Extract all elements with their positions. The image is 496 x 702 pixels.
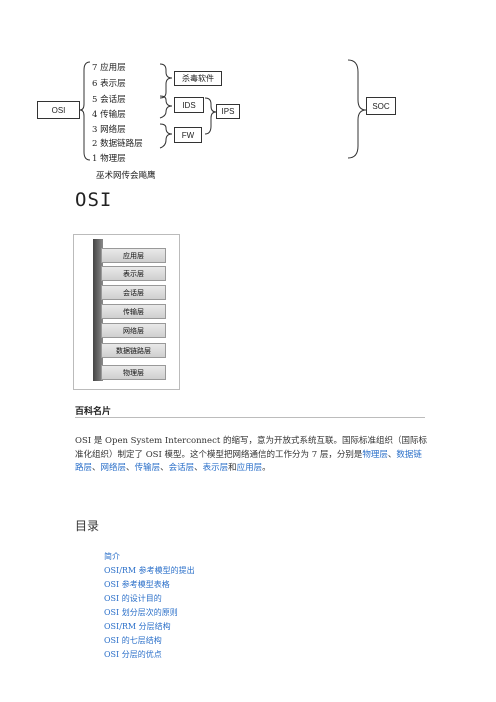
toc-title: 目录 xyxy=(75,519,100,533)
stack-layer: 会话层 xyxy=(101,285,166,300)
fw-label: FW xyxy=(181,130,195,140)
toc-item-layer-structure[interactable]: OSI/RM 分层结构 xyxy=(104,622,171,631)
toc-item-advantages[interactable]: OSI 分层的优点 xyxy=(104,650,162,659)
layer-item: 7 应用层 xyxy=(92,63,126,73)
link-data-link-layer[interactable]: 数据链路层 xyxy=(75,449,422,474)
stack-layer: 传输层 xyxy=(101,304,166,319)
layer-item: 1 物理层 xyxy=(92,154,126,164)
stack-side-shade xyxy=(93,239,103,381)
soc-box: SOC xyxy=(366,97,396,115)
intro-text: OSI 是 Open System Interconnect 的缩写，意为开放式… xyxy=(75,436,427,460)
ids-box: IDS xyxy=(174,97,204,113)
toc-item-intro[interactable]: 简介 xyxy=(104,552,120,561)
link-session-layer[interactable]: 会话层 xyxy=(168,463,195,473)
layer-item: 3 网络层 xyxy=(92,125,126,135)
layer-item: 4 传输层 xyxy=(92,110,126,120)
toc-item-design-goal[interactable]: OSI 的设计目的 xyxy=(104,594,162,603)
osi-box-label: OSI xyxy=(51,105,66,115)
layer-item: 2 数据链路层 xyxy=(92,139,143,149)
section-caption: 百科名片 xyxy=(75,407,112,417)
link-physical-layer[interactable]: 物理层 xyxy=(362,449,388,460)
ips-box: IPS xyxy=(216,104,240,119)
stack-layer: 数据链路层 xyxy=(101,343,166,358)
stack-layer: 网络层 xyxy=(101,323,166,338)
link-network-layer[interactable]: 网络层 xyxy=(100,463,127,473)
link-presentation-layer[interactable]: 表示层 xyxy=(202,463,229,473)
osi-box: OSI xyxy=(37,101,80,119)
mnemonic-text: 巫术网传会飚鹰 xyxy=(96,171,156,181)
toc-item-layering-principle[interactable]: OSI 划分层次的原则 xyxy=(104,608,178,617)
layer-item: 6 表示层 xyxy=(92,79,126,89)
antivirus-box: 杀毒软件 xyxy=(174,71,222,86)
page-title: OSI xyxy=(75,189,113,211)
diagram-brackets xyxy=(79,59,367,161)
fw-box: FW xyxy=(174,127,202,143)
ids-label: IDS xyxy=(182,100,196,110)
stack-layer: 应用层 xyxy=(101,248,166,263)
ips-label: IPS xyxy=(221,107,235,116)
stack-layer: 表示层 xyxy=(101,266,166,281)
soc-label: SOC xyxy=(372,101,390,111)
divider xyxy=(75,417,425,418)
intro-paragraph: OSI 是 Open System Interconnect 的缩写，意为开放式… xyxy=(75,436,427,474)
link-transport-layer[interactable]: 传输层 xyxy=(134,463,161,473)
layer-item: 5 会话层 xyxy=(92,95,126,105)
link-application-layer[interactable]: 应用层 xyxy=(236,463,263,473)
stack-layer: 物理层 xyxy=(101,365,166,380)
toc-item-model-table[interactable]: OSI 参考模型表格 xyxy=(104,580,170,589)
toc-item-seven-layers[interactable]: OSI 的七层结构 xyxy=(104,636,162,645)
toc-item-model-origin[interactable]: OSI/RM 参考模型的提出 xyxy=(104,566,195,575)
antivirus-label: 杀毒软件 xyxy=(182,74,214,83)
